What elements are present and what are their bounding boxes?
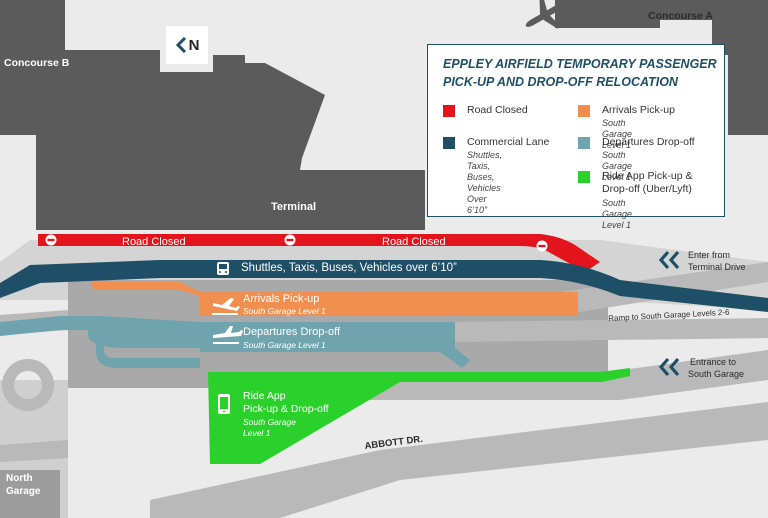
no-entry-icon — [45, 234, 57, 246]
legend-title: EPPLEY AIRFIELD TEMPORARY PASSENGER PICK… — [443, 55, 717, 91]
arrivals-lane-title: Arrivals Pick-up — [243, 293, 320, 305]
departures-loop — [82, 324, 200, 368]
road-closed-label-1: Road Closed — [122, 236, 186, 248]
chevron-left-icon — [175, 37, 186, 53]
airplane-arrival-icon — [212, 298, 240, 315]
roundabout — [2, 359, 54, 411]
ride-app-title-1: Ride App — [243, 390, 286, 402]
legend-swatch-commercial — [443, 137, 455, 149]
bus-icon — [217, 262, 229, 275]
legend-label-line: Ride App Pick-up & — [602, 170, 693, 182]
legend-sublabel: South Garage Level 1 — [602, 118, 633, 150]
legend-label-line: Drop-off (Uber/Lyft) — [602, 183, 692, 195]
arrivals-lane-sub: South Garage Level 1 — [243, 306, 326, 316]
road-closed-label-2: Road Closed — [382, 236, 446, 248]
road-closed-lane — [38, 234, 600, 272]
north-garage-label-2: Garage — [6, 486, 41, 497]
no-entry-icon — [284, 234, 296, 246]
airplane-icon — [525, 0, 568, 29]
left-road-lower — [0, 440, 68, 462]
ride-app-title-2: Pick-up & Drop-off — [243, 403, 329, 415]
departures-lane-sub: South Garage Level 1 — [243, 340, 326, 350]
commercial-lane-label: Shuttles, Taxis, Buses, Vehicles over 6’… — [241, 262, 457, 274]
legend-label: Departures Drop-off — [602, 136, 695, 148]
enter-arrow-icon — [658, 250, 680, 270]
north-garage — [0, 470, 60, 518]
legend-sublabel: South Garage Level 1 — [602, 150, 633, 182]
legend-swatch-departures — [578, 137, 590, 149]
enter-from-label-1: Enter from — [688, 250, 731, 260]
terminal-label: Terminal — [271, 201, 317, 213]
entrance-label-2: South Garage — [688, 369, 745, 379]
legend-swatch-road-closed — [443, 105, 455, 117]
ride-app-sub-2: Level 1 — [243, 428, 271, 438]
north-garage-label-1: North — [6, 473, 33, 484]
legend-label: Commercial Lane — [467, 136, 550, 148]
legend-box: EPPLEY AIRFIELD TEMPORARY PASSENGER PICK… — [427, 44, 725, 230]
concourse-b-label: Concourse B — [4, 57, 70, 69]
legend-label: Ride App Pick-up & Drop-off (Uber/Lyft) — [602, 170, 692, 196]
entrance-label-1: Entrance to — [690, 357, 737, 367]
legend-sublabel: Shuttles, Taxis, Buses, Vehicles Over 6’… — [467, 150, 502, 216]
north-arrow: N — [166, 26, 208, 64]
airplane-departure-icon — [213, 326, 243, 344]
legend-sublabel-line: Shuttles, Taxis, Buses, — [467, 150, 503, 182]
ride-app-sub-1: South Garage — [243, 417, 296, 427]
concourse-a-label: Concourse A — [648, 10, 713, 22]
legend-swatch-ride-app — [578, 171, 590, 183]
arrivals-lane — [90, 282, 578, 316]
airplane-icon — [86, 76, 127, 110]
legend-title-line-1: EPPLEY AIRFIELD TEMPORARY PASSENGER — [443, 57, 717, 71]
concourse-a-building — [555, 0, 768, 55]
north-label: N — [188, 36, 200, 54]
legend-sublabel-line: Vehicles Over 6’10” — [467, 183, 501, 215]
legend-swatch-arrivals — [578, 105, 590, 117]
concourse-a-pier — [728, 55, 768, 135]
legend-label: Road Closed — [467, 104, 528, 116]
concourse-b-building — [0, 0, 160, 135]
terminal-building — [36, 55, 425, 230]
departures-lane-title: Departures Drop-off — [243, 326, 341, 338]
smartphone-icon — [218, 394, 230, 414]
legend-sublabel: South Garage Level 1 — [602, 198, 633, 230]
no-entry-icon — [536, 240, 548, 252]
ramp-road — [455, 318, 768, 342]
legend-title-line-2: PICK-UP AND DROP-OFF RELOCATION — [443, 75, 678, 89]
ride-app-area — [208, 368, 630, 464]
abbott-drive — [150, 402, 768, 518]
entrance-arrow-icon — [658, 357, 680, 377]
commercial-lane — [0, 260, 768, 312]
legend-label: Arrivals Pick-up — [602, 104, 675, 116]
enter-from-label-2: Terminal Drive — [688, 262, 746, 272]
